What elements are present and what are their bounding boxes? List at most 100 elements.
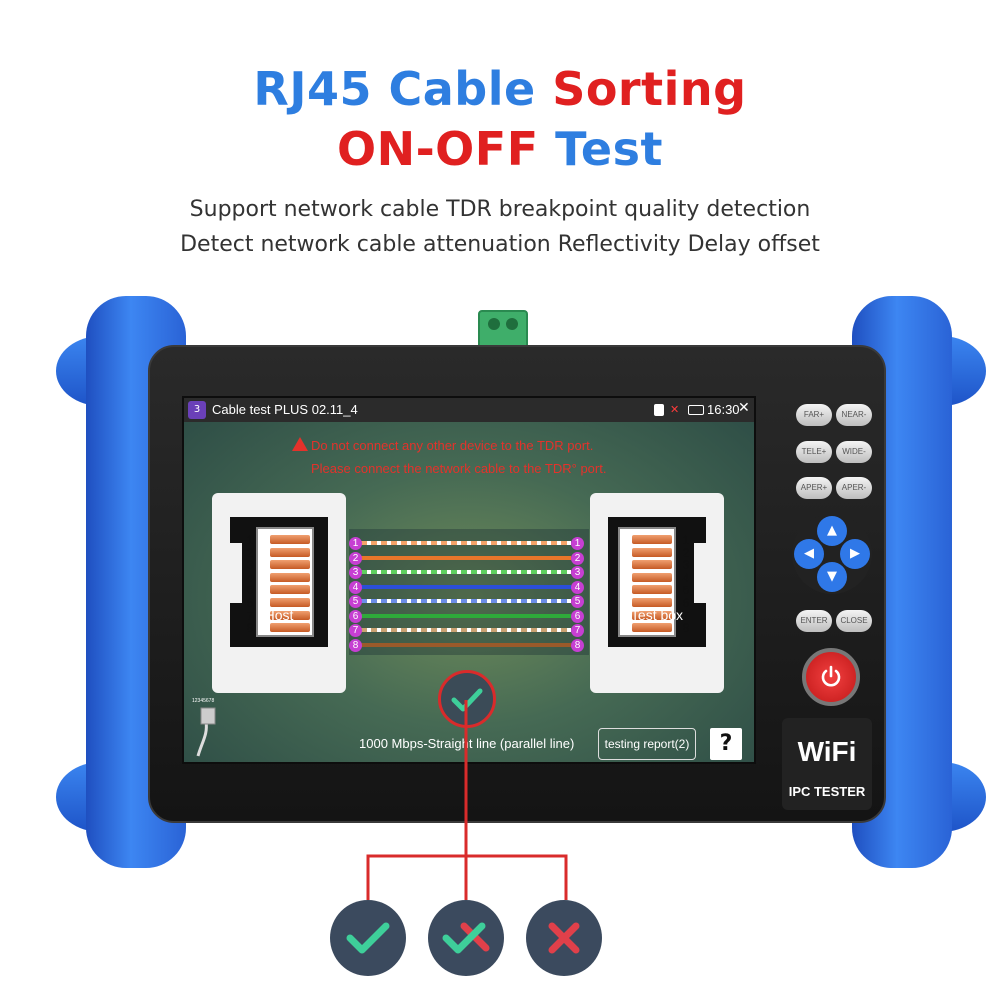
- cable-code: 12345678: [192, 698, 215, 704]
- tele-plus-key[interactable]: TELE+: [796, 441, 832, 463]
- verdict-check-icon: [438, 670, 496, 728]
- sd-card-icon: [654, 404, 664, 416]
- pin-number: 2: [682, 545, 690, 560]
- warning-line-2: Please connect the network cable to the …: [311, 461, 607, 476]
- port-pin: [632, 598, 672, 607]
- port-pin: [270, 560, 310, 570]
- port-inner: [256, 527, 314, 637]
- port-pin: [632, 572, 672, 582]
- pin-number: 4: [246, 570, 254, 585]
- pin-number: 6: [682, 596, 690, 610]
- pin-number: 5: [246, 583, 254, 598]
- host-label: Host: [264, 607, 294, 623]
- cable-test-app-icon[interactable]: 3: [188, 401, 206, 419]
- pin-number: 5: [682, 583, 690, 598]
- wire-number-left: 2: [349, 551, 362, 565]
- check-icon: [346, 922, 390, 954]
- pin-number: 1: [682, 533, 690, 547]
- pin-number: 3: [682, 558, 690, 573]
- pin-number: 2: [246, 545, 254, 560]
- close-icon[interactable]: ✕: [738, 400, 750, 416]
- far-plus-key[interactable]: FAR+: [796, 404, 832, 426]
- wire-number-left: 8: [349, 638, 362, 652]
- wire-number-left: 1: [349, 537, 362, 550]
- wifi-logo: WiFi: [797, 736, 857, 767]
- battery-icon: [688, 405, 704, 415]
- check-cross-icon: [442, 922, 490, 954]
- wire-number-right: 7: [571, 624, 584, 637]
- wire-number-right: 1: [571, 537, 584, 550]
- arrow-left-button[interactable]: ◀: [794, 539, 824, 569]
- wire-number-right: 8: [571, 638, 584, 652]
- wire-line: [361, 541, 571, 545]
- port-pin: [270, 610, 310, 620]
- port-pin: [270, 547, 310, 557]
- wire-number-left: 7: [349, 624, 362, 637]
- test-box-label: Test box: [630, 607, 684, 623]
- wire-number-right: 5: [571, 595, 584, 608]
- port-pin: [632, 585, 672, 595]
- pin-number: 6: [246, 596, 254, 610]
- aper-minus-key[interactable]: APER-: [836, 477, 872, 499]
- app-title: Cable test PLUS 02.11_4: [212, 402, 358, 417]
- pin-number: 7: [246, 608, 254, 623]
- wide-minus-key[interactable]: WIDE-: [836, 441, 872, 463]
- wire-line: [361, 584, 571, 589]
- legend-fail: [526, 900, 602, 976]
- direction-pad: ▲ ▼ ◀ ▶: [792, 514, 872, 594]
- headline-red-part: ON-OFF: [336, 122, 556, 176]
- cross-icon: [548, 922, 580, 954]
- headline-line-1: RJ45 Cable Sorting: [0, 62, 1000, 116]
- wire-line: [361, 555, 571, 560]
- testing-report-button[interactable]: testing report(2): [598, 728, 696, 760]
- subheadline-line-1: Support network cable TDR breakpoint qua…: [189, 197, 811, 222]
- wire-number-right: 6: [571, 609, 584, 623]
- aper-plus-key[interactable]: APER+: [796, 477, 832, 499]
- warning-line-1: Do not connect any other device to the T…: [311, 438, 594, 453]
- arrow-up-button[interactable]: ▲: [817, 516, 847, 546]
- legend-partial: [428, 900, 504, 976]
- near-minus-key[interactable]: NEAR-: [836, 404, 872, 426]
- pin-number: 4: [682, 570, 690, 585]
- wire-line: [361, 599, 571, 603]
- clock: 16:30: [707, 402, 740, 417]
- port-pin: [632, 623, 672, 633]
- wire-number-left: 3: [349, 566, 362, 579]
- arrow-down-button[interactable]: ▼: [817, 562, 847, 592]
- rj45-cable-icon: [196, 707, 216, 757]
- power-icon: [821, 665, 841, 687]
- arrow-right-button[interactable]: ▶: [840, 539, 870, 569]
- legend-pass: [330, 900, 406, 976]
- wire-number-left: 6: [349, 609, 362, 623]
- wire-number-right: 3: [571, 566, 584, 579]
- wire-line: [361, 570, 571, 574]
- wire-number-left: 4: [349, 580, 362, 594]
- power-button[interactable]: [802, 648, 860, 706]
- status-bar: 3 Cable test PLUS 02.11_4 ✕ 16:30 ✕: [184, 398, 754, 422]
- wire-number-left: 5: [349, 595, 362, 608]
- close-key[interactable]: CLOSE: [836, 610, 872, 632]
- wire-number-right: 4: [571, 580, 584, 594]
- port-pin: [632, 547, 672, 557]
- headline-line-2: ON-OFF Test: [0, 122, 1000, 176]
- port-pin: [270, 572, 310, 582]
- wire-line: [361, 628, 571, 632]
- help-button[interactable]: ?: [710, 728, 742, 760]
- pin-number: 8: [246, 621, 254, 636]
- port-pin: [270, 623, 310, 633]
- subheadline-line-2: Detect network cable attenuation Reflect…: [180, 232, 820, 257]
- enter-key[interactable]: ENTER: [796, 610, 832, 632]
- port-pin: [270, 585, 310, 595]
- wire-line: [361, 613, 571, 618]
- pin-number: 3: [246, 558, 254, 573]
- port-pin: [270, 598, 310, 607]
- pin-number: 1: [246, 533, 254, 547]
- port-pin: [632, 610, 672, 620]
- wifi-off-icon: ✕: [670, 403, 680, 416]
- terminal-connector: [478, 310, 528, 350]
- headline-blue-part: RJ45 Cable: [253, 62, 553, 116]
